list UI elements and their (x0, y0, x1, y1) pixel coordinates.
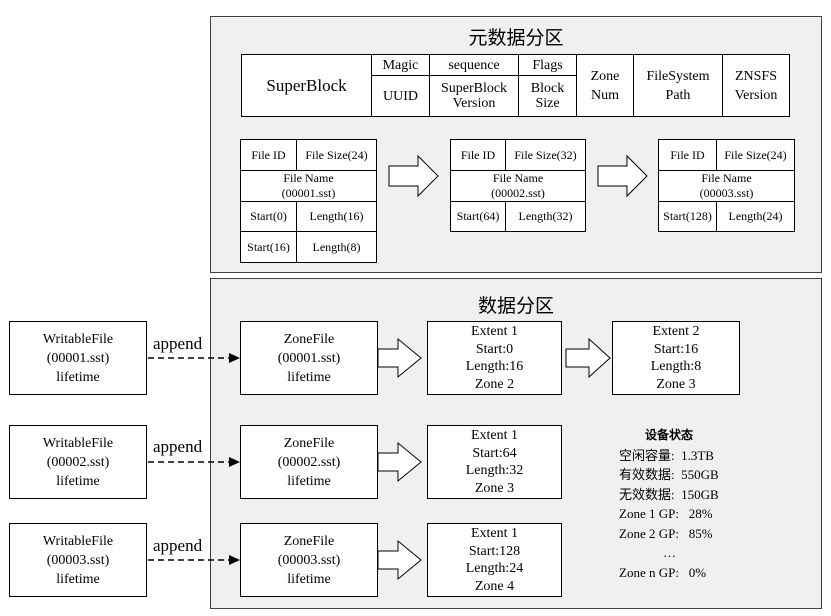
superblock-label: SuperBlock (241, 54, 372, 117)
extent-length: Length:24 (465, 561, 524, 576)
status-valid-data: 有效数据: 550GB (619, 467, 719, 482)
file-name-value: (00001.sst) (281, 186, 336, 200)
data-region-title: 数据分区 (477, 296, 554, 317)
writable-file-box-1: WritableFile (00001.sst) lifetime (9, 321, 147, 395)
zone-file-name: ZoneFile (283, 435, 335, 451)
status-free-capacity: 空闲容量: 1.3TB (619, 447, 714, 463)
extent-length-cell: Length(8) (296, 231, 377, 263)
extent-start-cell: Start(64) (450, 201, 506, 232)
zone-file-name: ZoneFile (283, 533, 335, 549)
file-name-cell: File Name (00003.sst) (658, 170, 795, 202)
writable-file-name: WritableFile (42, 331, 114, 347)
extent-box-2: Extent 2 Start:16 Length:8 Zone 3 (612, 321, 740, 395)
file-id-cell: File ID (240, 139, 297, 171)
zone-file-box-1: ZoneFile (00001.sst) lifetime (240, 321, 378, 395)
extent-start-cell: Start(16) (240, 231, 297, 263)
sequence-cell: sequence (429, 53, 519, 77)
extent-length: Length:8 (650, 359, 702, 374)
sb-version-cell: SuperBlock Version (429, 75, 519, 117)
status-invalid-data: 无效数据: 150GB (619, 486, 719, 502)
file-name-cell: File Name (00002.sst) (450, 170, 586, 202)
zone-file-name: ZoneFile (283, 331, 335, 347)
extent-length: Length:32 (465, 463, 524, 478)
magic-cell: Magic (371, 53, 430, 77)
extent-box-4: Extent 1 Start:128 Length:24 Zone 4 (427, 523, 562, 597)
uuid-cell: UUID (371, 75, 430, 117)
extent-box-3: Extent 1 Start:64 Length:32 Zone 3 (427, 425, 562, 499)
extent-zone: Zone 4 (474, 578, 515, 594)
file-size-cell: File Size(24) (296, 139, 377, 171)
status-zone-n-gp: Zone n GP: 0% (619, 564, 707, 580)
zone-file-lifetime: lifetime (287, 571, 331, 587)
status-ellipsis: … (663, 545, 676, 560)
file-table-2: File ID File Size(32) File Name (00002.s… (450, 139, 586, 232)
extent-start-cell: Start(128) (658, 201, 717, 232)
extent-zone: Zone 3 (656, 376, 696, 392)
writable-file-box-3: WritableFile (00003.sst) lifetime (9, 523, 147, 597)
zone-file-lifetime: lifetime (287, 473, 331, 489)
block-size-cell: Block Size (518, 75, 577, 117)
file-name-value: (00003.sst) (699, 186, 754, 200)
writable-file-id: (00001.sst) (46, 350, 110, 366)
extent-name: Extent 1 (470, 428, 519, 443)
file-size-cell: File Size(32) (505, 139, 586, 171)
writable-file-box-2: WritableFile (00002.sst) lifetime (9, 425, 147, 499)
fs-path-cell: FileSystem Path (633, 54, 723, 117)
writable-file-id: (00002.sst) (46, 454, 110, 470)
file-id-cell: File ID (450, 139, 506, 171)
extent-zone: Zone 3 (474, 480, 515, 496)
extent-length-cell: Length(24) (716, 201, 795, 232)
file-name-label: File Name (701, 171, 752, 185)
metadata-region-title: 元数据分区 (468, 28, 564, 49)
append-label-2: append (153, 437, 203, 456)
znsfs-version-cell: ZNSFS Version (722, 54, 790, 117)
extent-zone: Zone 2 (474, 376, 515, 392)
file-size-cell: File Size(24) (716, 139, 795, 171)
zone-file-id: (00003.sst) (277, 552, 341, 568)
file-id-cell: File ID (658, 139, 717, 171)
file-name-cell: File Name (00001.sst) (240, 170, 377, 202)
extent-start: Start:128 (468, 543, 521, 559)
writable-file-lifetime: lifetime (56, 473, 100, 489)
zone-file-lifetime: lifetime (287, 369, 331, 385)
file-name-label: File Name (283, 171, 334, 185)
extent-name: Extent 1 (470, 526, 519, 541)
append-label-1: append (153, 334, 203, 353)
writable-file-lifetime: lifetime (56, 369, 100, 385)
extent-name: Extent 1 (470, 324, 519, 339)
extent-length-cell: Length(32) (505, 201, 586, 232)
file-name-label: File Name (492, 171, 544, 185)
extent-start-cell: Start(0) (240, 201, 297, 232)
status-zone-1-gp: Zone 1 GP: 28% (619, 506, 713, 521)
file-table-1: File ID File Size(24) File Name (00001.s… (240, 139, 377, 263)
file-name-value: (00002.sst) (491, 186, 545, 200)
zone-file-box-3: ZoneFile (00003.sst) lifetime (240, 523, 378, 597)
zone-file-id: (00001.sst) (277, 350, 341, 366)
extent-box-1: Extent 1 Start:0 Length:16 Zone 2 (427, 321, 562, 395)
device-status-panel: 设备状态 空闲容量: 1.3TB 有效数据: 550GB 无效数据: 150GB… (619, 426, 744, 582)
writable-file-id: (00003.sst) (46, 552, 110, 568)
writable-file-name: WritableFile (42, 435, 114, 451)
writable-file-name: WritableFile (42, 533, 114, 549)
extent-start: Start:16 (653, 341, 699, 357)
extent-name: Extent 2 (652, 324, 700, 339)
extent-length: Length:16 (465, 359, 524, 374)
writable-file-lifetime: lifetime (56, 571, 100, 587)
file-table-3: File ID File Size(24) File Name (00003.s… (658, 139, 795, 232)
extent-start: Start:0 (475, 341, 514, 357)
device-status-title: 设备状态 (644, 428, 693, 442)
status-zone-2-gp: Zone 2 GP: 85% (619, 525, 713, 541)
flags-cell: Flags (518, 53, 577, 77)
zone-file-box-2: ZoneFile (00002.sst) lifetime (240, 425, 378, 499)
append-label-3: append (153, 536, 203, 555)
zone-num-cell: Zone Num (576, 54, 634, 117)
extent-start: Start:64 (472, 445, 517, 461)
superblock-table: SuperBlock Magic sequence Flags Zone Num… (241, 53, 790, 117)
extent-length-cell: Length(16) (296, 201, 377, 232)
zone-file-id: (00002.sst) (277, 454, 341, 470)
